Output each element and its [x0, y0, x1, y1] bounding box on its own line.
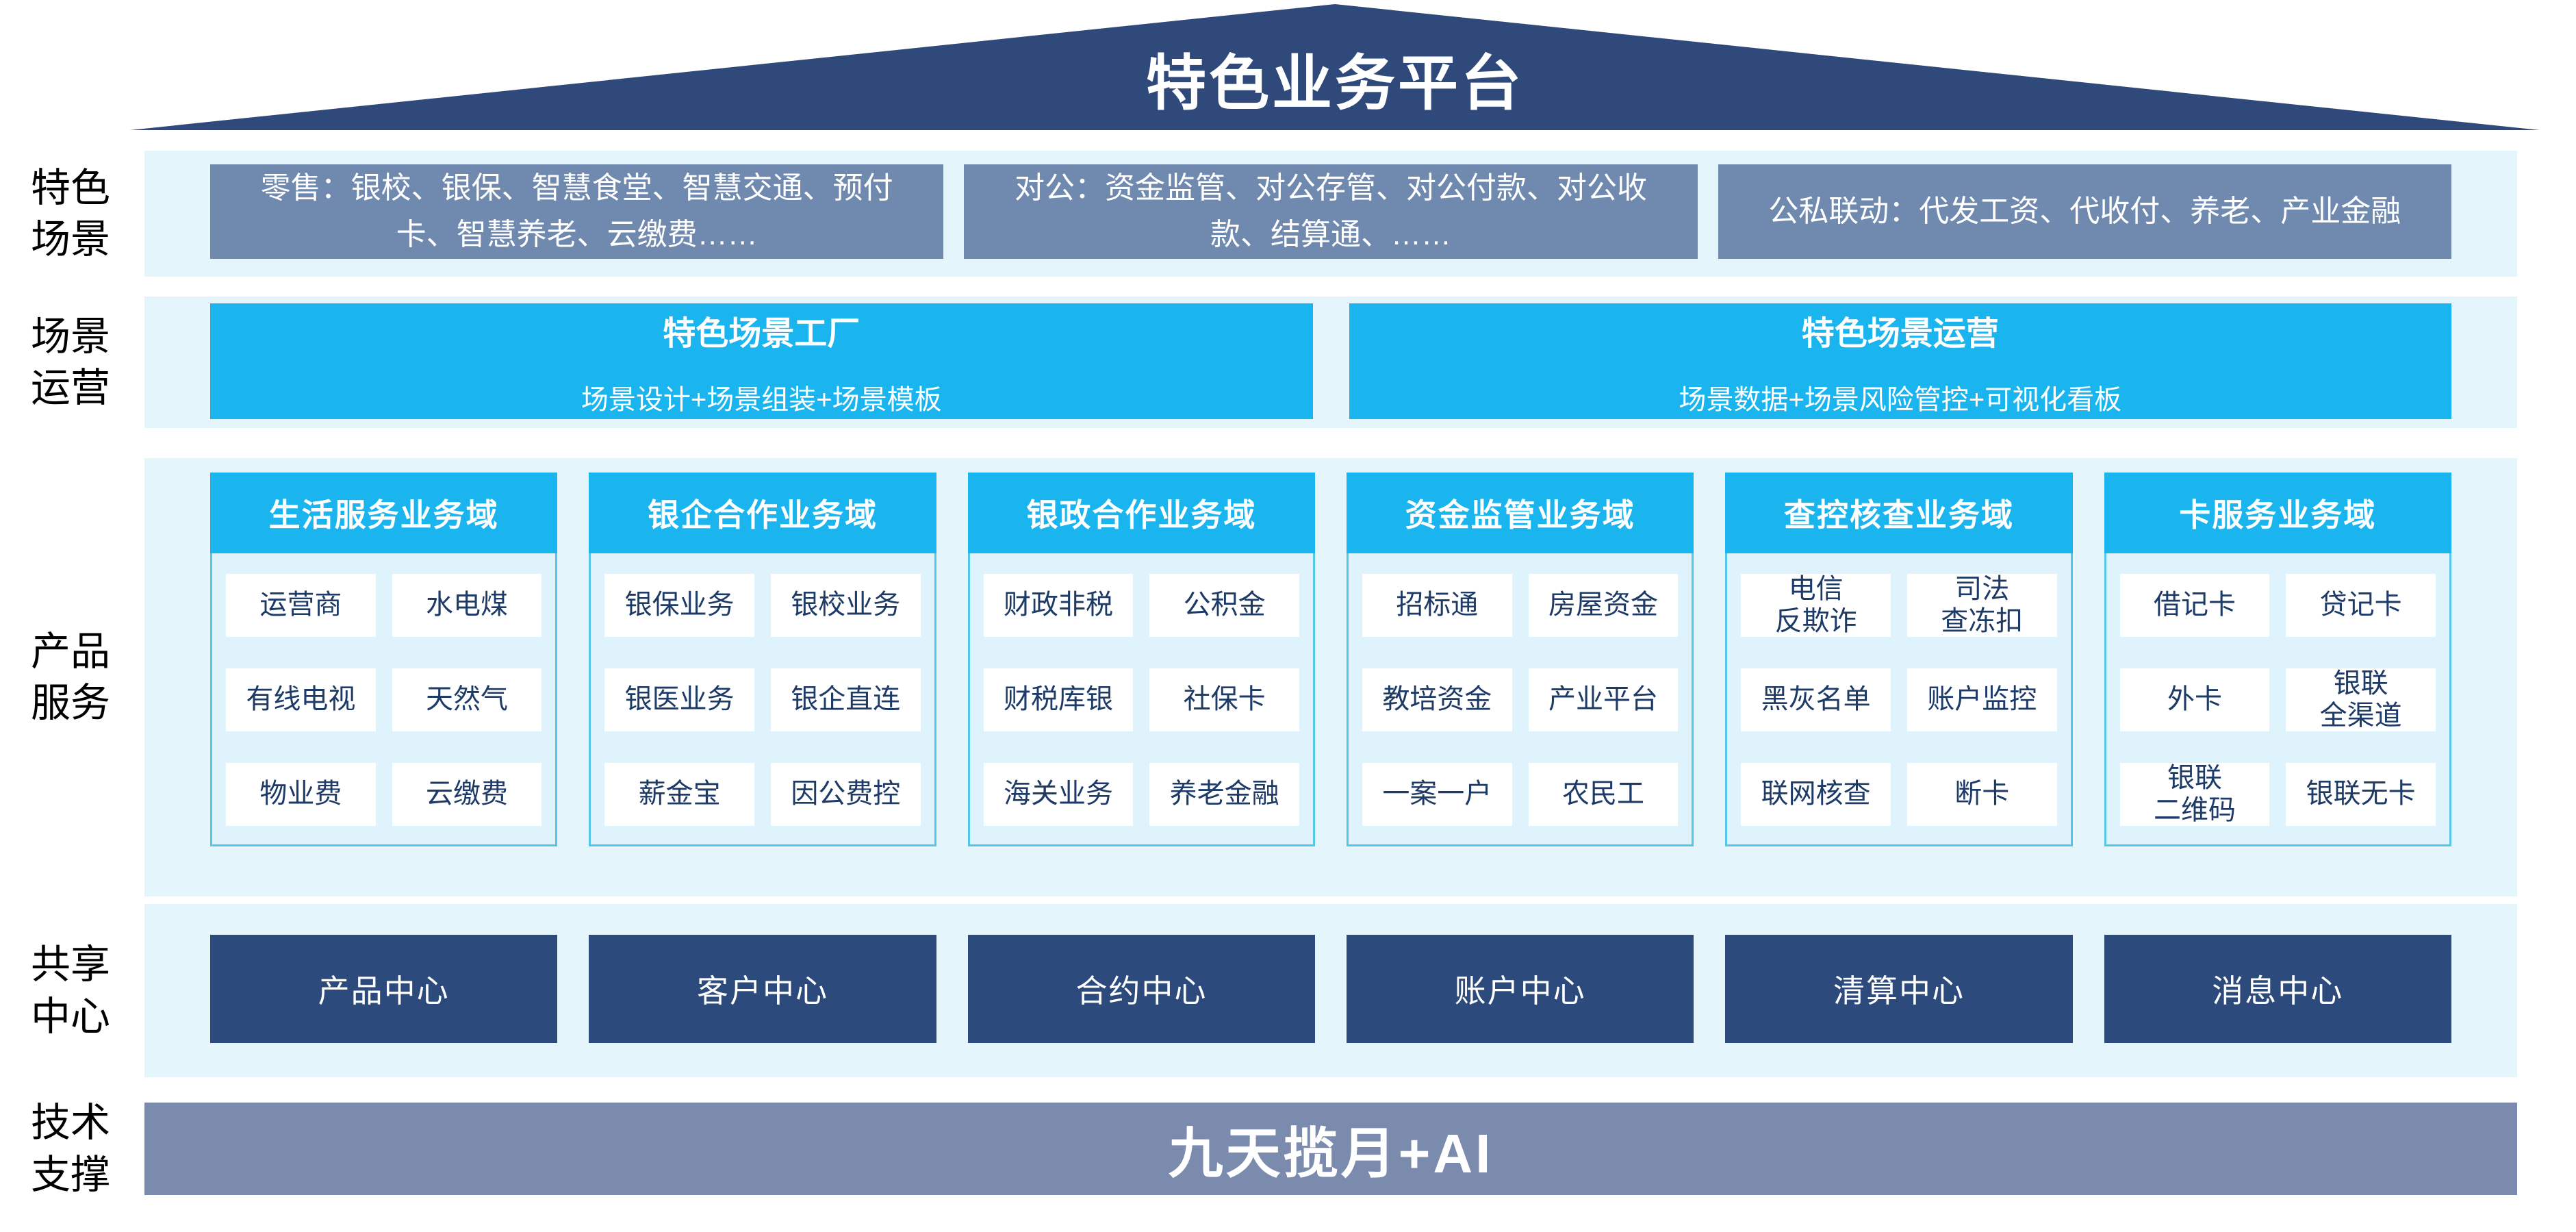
product-cell: 农民工	[1528, 763, 1679, 826]
product-cell: 养老金融	[1149, 763, 1299, 826]
product-cell: 教培资金	[1362, 668, 1512, 731]
scenarios-band: 零售：银校、银保、智慧食堂、智慧交通、预付卡、智慧养老、云缴费…… 对公：资金监…	[144, 151, 2517, 277]
shared-center-box-clearing: 清算中心	[1725, 935, 2073, 1043]
shared-center-box-product: 产品中心	[210, 935, 558, 1043]
product-cell: 薪金宝	[604, 763, 754, 826]
product-cell: 水电煤	[392, 574, 542, 637]
product-cell: 产业平台	[1528, 668, 1679, 731]
scenario-box-retail: 零售：银校、银保、智慧食堂、智慧交通、预付卡、智慧养老、云缴费……	[210, 164, 944, 259]
product-cell: 天然气	[392, 668, 542, 731]
product-cell: 因公费控	[770, 763, 921, 826]
product-column-body: 银保业务 银校业务 银医业务 银企直连 薪金宝 因公费控	[589, 553, 936, 846]
product-cell: 招标通	[1362, 574, 1512, 637]
product-column-body: 运营商 水电煤 有线电视 天然气 物业费 云缴费	[210, 553, 558, 846]
scene-factory-box: 特色场景工厂 场景设计+场景组装+场景模板	[210, 303, 1313, 419]
product-cell: 司法 查冻扣	[1907, 574, 2057, 637]
row-label-shared: 共享 中心	[30, 942, 110, 1039]
product-cell: 账户监控	[1907, 668, 2057, 731]
scene-operation-title: 特色场景运营	[1801, 315, 1999, 352]
product-cell: 一案一户	[1362, 763, 1512, 826]
row-label-tech: 技术 支撑	[30, 1101, 110, 1197]
shared-center-box-account: 账户中心	[1346, 935, 1694, 1043]
product-cell: 外卡	[2119, 668, 2270, 731]
product-cell: 联网核查	[1741, 763, 1891, 826]
operations-band: 特色场景工厂 场景设计+场景组装+场景模板 特色场景运营 场景数据+场景风险管控…	[144, 297, 2517, 428]
product-column-header: 生活服务业务域	[210, 473, 558, 553]
product-cell: 黑灰名单	[1741, 668, 1891, 731]
product-column-header: 资金监管业务域	[1346, 473, 1694, 553]
product-column-fund-supervision: 资金监管业务域 招标通 房屋资金 教培资金 产业平台 一案一户 农民工	[1346, 473, 1694, 846]
product-column-inspection: 查控核查业务域 电信 反欺诈 司法 查冻扣 黑灰名单 账户监控 联网核查 断卡	[1725, 473, 2073, 846]
row-label-operations: 场景 运营	[30, 314, 110, 410]
platform-roof: 特色业务平台	[130, 4, 2540, 130]
shared-centers-band: 产品中心 客户中心 合约中心 账户中心 清算中心 消息中心	[144, 904, 2517, 1077]
product-column-header: 银企合作业务域	[589, 473, 936, 553]
product-cell: 银联 二维码	[2119, 763, 2270, 826]
product-column-header: 卡服务业务域	[2104, 473, 2451, 553]
product-cell: 运营商	[226, 574, 376, 637]
platform-title: 特色业务平台	[1145, 49, 1524, 117]
product-cell: 财税库银	[983, 668, 1134, 731]
product-cell: 银联无卡	[2286, 763, 2436, 826]
product-column-body: 招标通 房屋资金 教培资金 产业平台 一案一户 农民工	[1346, 553, 1694, 846]
product-cell: 银联 全渠道	[2286, 668, 2436, 731]
scene-factory-subtitle: 场景设计+场景组装+场景模板	[581, 384, 942, 415]
product-cell: 房屋资金	[1528, 574, 1679, 637]
product-cell: 云缴费	[392, 763, 542, 826]
shared-center-box-contract: 合约中心	[967, 935, 1315, 1043]
product-cell: 公积金	[1149, 574, 1299, 637]
product-column-card-services: 卡服务业务域 借记卡 贷记卡 外卡 银联 全渠道 银联 二维码 银联无卡	[2104, 473, 2451, 846]
shared-center-box-customer: 客户中心	[589, 935, 936, 1043]
product-cell: 物业费	[226, 763, 376, 826]
product-column-life-services: 生活服务业务域 运营商 水电煤 有线电视 天然气 物业费 云缴费	[210, 473, 558, 846]
scenario-box-corporate: 对公：资金监管、对公存管、对公付款、对公收款、结算通、……	[964, 164, 1698, 259]
row-label-products: 产品 服务	[30, 629, 110, 725]
product-column-bank-government: 银政合作业务域 财政非税 公积金 财税库银 社保卡 海关业务 养老金融	[967, 473, 1315, 846]
product-cell: 银医业务	[604, 668, 754, 731]
product-cell: 财政非税	[983, 574, 1134, 637]
product-cell: 贷记卡	[2286, 574, 2436, 637]
scene-operation-box: 特色场景运营 场景数据+场景风险管控+可视化看板	[1349, 303, 2451, 419]
product-cell: 社保卡	[1149, 668, 1299, 731]
product-cell: 银企直连	[770, 668, 921, 731]
product-column-body: 借记卡 贷记卡 外卡 银联 全渠道 银联 二维码 银联无卡	[2104, 553, 2451, 846]
tech-support-bar: 九天揽月+AI	[144, 1103, 2517, 1195]
product-cell: 断卡	[1907, 763, 2057, 826]
product-column-body: 财政非税 公积金 财税库银 社保卡 海关业务 养老金融	[967, 553, 1315, 846]
product-cell: 电信 反欺诈	[1741, 574, 1891, 637]
product-cell: 银保业务	[604, 574, 754, 637]
product-column-body: 电信 反欺诈 司法 查冻扣 黑灰名单 账户监控 联网核查 断卡	[1725, 553, 2073, 846]
products-band: 生活服务业务域 运营商 水电煤 有线电视 天然气 物业费 云缴费 银企合作业务域…	[144, 458, 2517, 896]
product-column-header: 银政合作业务域	[967, 473, 1315, 553]
row-label-scenarios: 特色 场景	[30, 165, 110, 262]
product-cell: 海关业务	[983, 763, 1134, 826]
product-column-bank-enterprise: 银企合作业务域 银保业务 银校业务 银医业务 银企直连 薪金宝 因公费控	[589, 473, 936, 846]
product-cell: 银校业务	[770, 574, 921, 637]
product-cell: 有线电视	[226, 668, 376, 731]
shared-center-box-message: 消息中心	[2104, 935, 2451, 1043]
scene-factory-title: 特色场景工厂	[663, 315, 860, 352]
scenario-box-public-private-linkage: 公私联动：代发工资、代收付、养老、产业金融	[1718, 164, 2451, 259]
product-cell: 借记卡	[2119, 574, 2270, 637]
scene-operation-subtitle: 场景数据+场景风险管控+可视化看板	[1679, 384, 2122, 415]
product-column-header: 查控核查业务域	[1725, 473, 2073, 553]
